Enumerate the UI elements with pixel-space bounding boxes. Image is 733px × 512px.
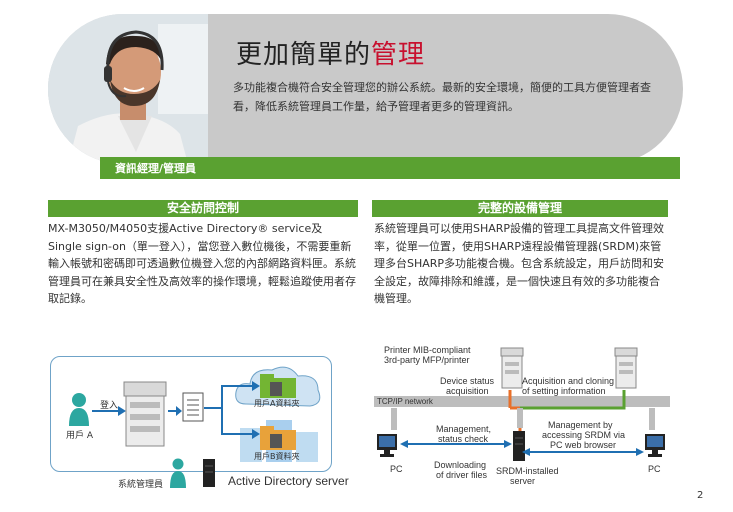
mfp-icon (123, 381, 167, 447)
srdm-label-2: server (510, 476, 536, 486)
sysadmin-label: 系統管理員 (118, 480, 164, 490)
user-a-icon (69, 393, 89, 426)
folder-a-icon (260, 374, 296, 398)
access-control-text: MX-M3050/M4050支援Active Directory® servic… (48, 222, 356, 305)
page-number: 2 (697, 490, 704, 501)
role-bar (100, 157, 680, 179)
network-bar (374, 396, 670, 407)
mfp-icon (614, 347, 638, 389)
role-label: 資訊經理/管理員 (115, 162, 197, 175)
ad-server-label: Active Directory server (228, 474, 349, 488)
arrow-icon (168, 406, 182, 416)
server-icon (203, 459, 215, 487)
mgmt-status-label-2: status check (438, 434, 489, 444)
acq-clone-label-2: of setting information (522, 386, 606, 396)
pc-right-label: PC (648, 464, 661, 474)
folder-b-icon (260, 426, 296, 450)
folder-a-label: 用戶A資料夾 (254, 399, 300, 408)
document-icon (182, 392, 204, 422)
pc-left-label: PC (390, 464, 403, 474)
folder-b-label: 用戶B資料夾 (254, 452, 300, 461)
arrow-icon (92, 406, 126, 416)
srdm-label-1: SRDM-installed (496, 466, 559, 476)
page-title: 更加簡單的管理 (236, 34, 425, 71)
mgmt-status-label-1: Management, (436, 424, 492, 434)
sysadmin-icon (170, 458, 186, 488)
management-arrows (400, 440, 644, 456)
download-label-1: Downloading (434, 460, 487, 470)
section-header-device-management: 完整的設備管理 (372, 200, 668, 217)
device-status-label-1: Device status (440, 376, 495, 386)
device-status-label-2: acquisition (446, 386, 489, 396)
user-a-label: 用戶 A (66, 431, 94, 441)
section-header-access-control: 安全訪問控制 (48, 200, 358, 217)
device-management-text: 系統管理員可以使用SHARP設備的管理工具提高文件管理效率，從單一位置，使用SH… (374, 222, 665, 305)
network-label: TCP/IP network (377, 397, 433, 406)
srdm-server-icon (513, 431, 525, 461)
manager-photo (48, 14, 208, 164)
printer-label-2: 3rd-party MFP/printer (384, 355, 470, 365)
mgmt-srdm-label-3: PC web browser (550, 440, 617, 450)
mgmt-srdm-label-2: accessing SRDM via (542, 430, 626, 440)
pc-icon (645, 434, 665, 457)
pc-icon (377, 434, 397, 457)
title-accent: 管理 (371, 40, 426, 70)
network-connectors (391, 390, 655, 452)
hero-description: 多功能複合機符合安全管理您的辦公系統。最新的安全環境，簡便的工具方便管理者查看，… (233, 81, 651, 113)
download-label-2: of driver files (436, 470, 488, 480)
login-label: 登入 (100, 401, 119, 411)
mfp-icon (500, 347, 524, 389)
mgmt-srdm-label-1: Management by (548, 420, 613, 430)
acq-clone-label-1: Acquisition and cloning (522, 376, 615, 386)
printer-label-1: Printer MIB-compliant (384, 345, 471, 355)
branch-arrows-icon (204, 381, 260, 439)
title-prefix: 更加簡單的 (236, 40, 372, 70)
